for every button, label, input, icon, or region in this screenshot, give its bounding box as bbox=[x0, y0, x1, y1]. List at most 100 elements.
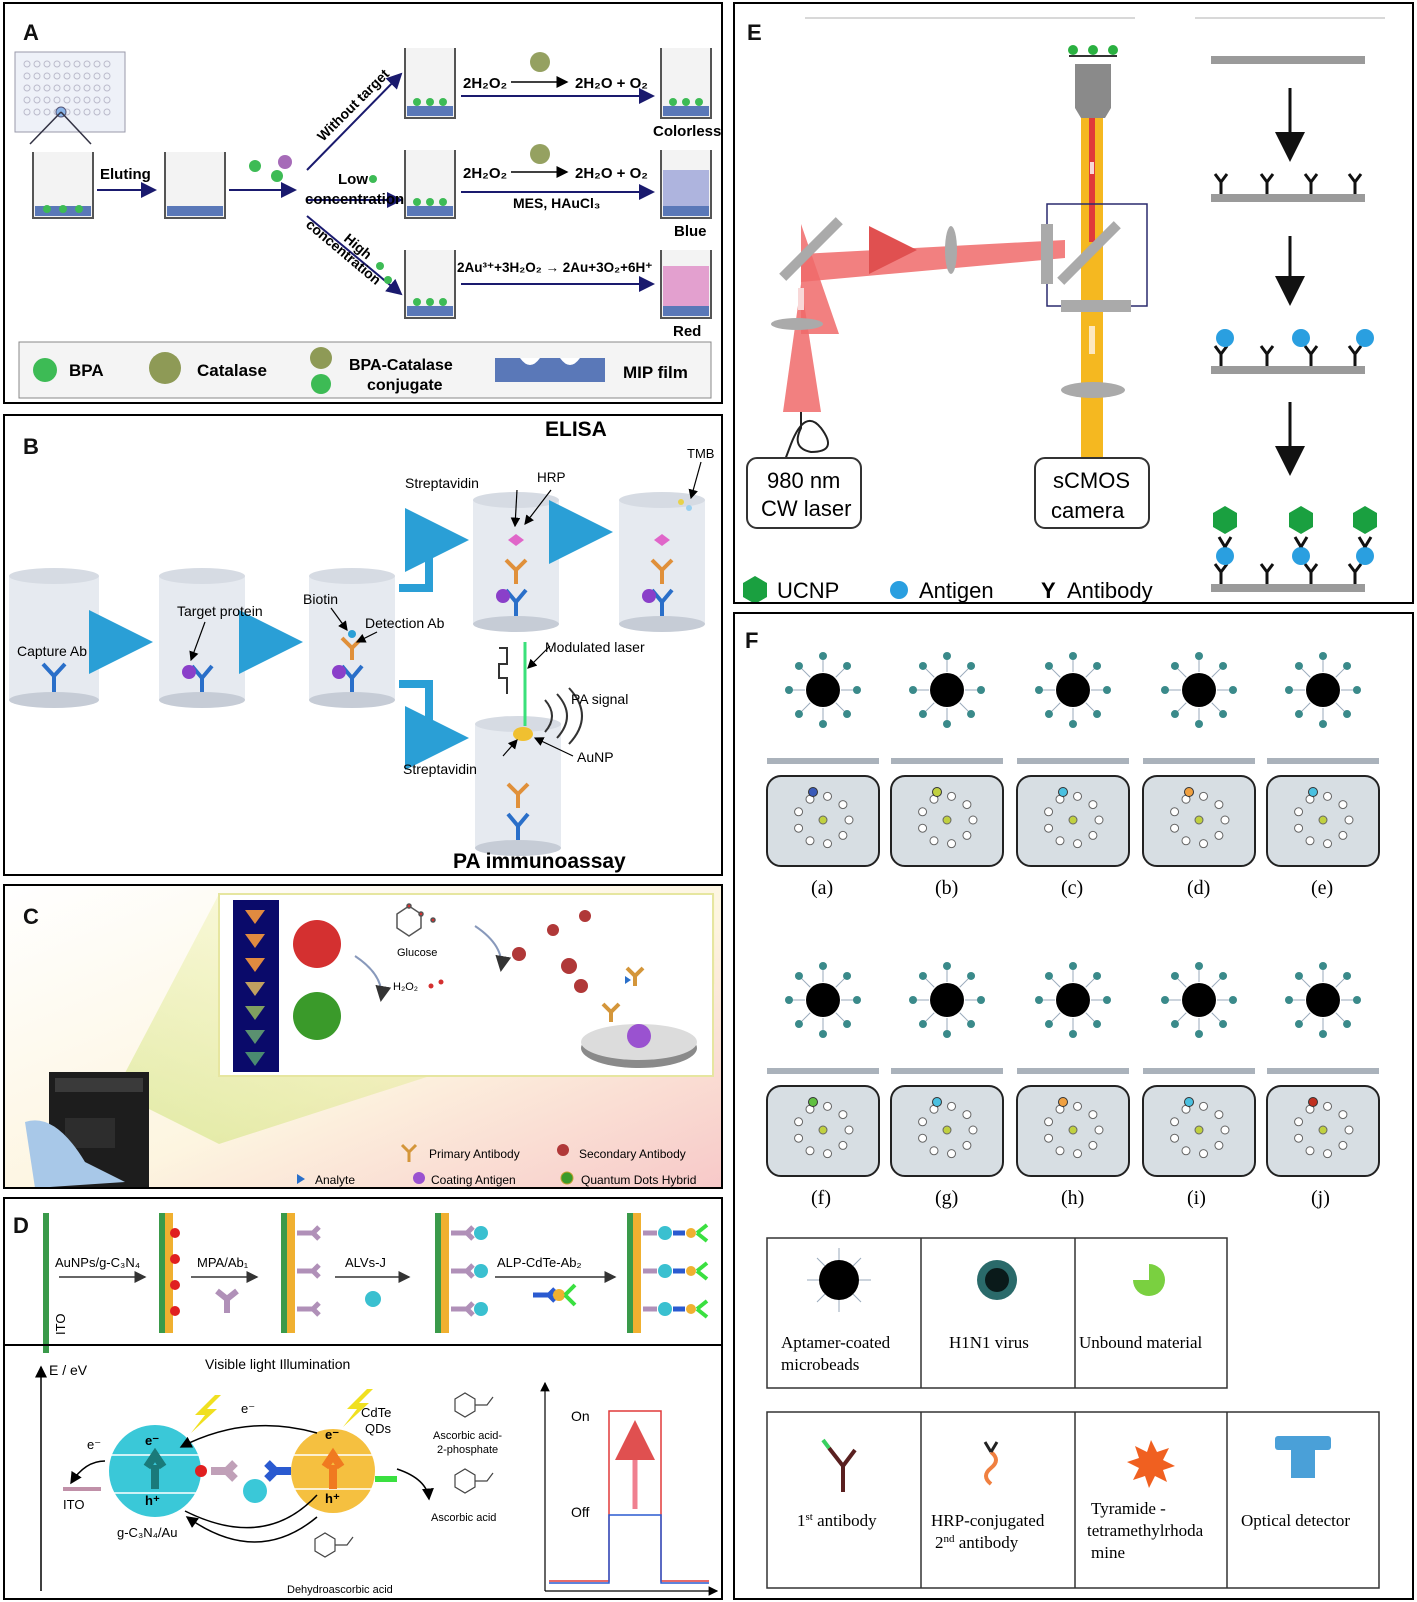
legend-ab1: 1st antibody bbox=[797, 1511, 877, 1530]
ascorbic-molecules bbox=[314, 1392, 494, 1558]
lens-2 bbox=[945, 226, 957, 274]
red-label: Red bbox=[673, 323, 701, 340]
h2o2-label: H₂O₂ bbox=[393, 981, 418, 993]
panel-a-diagram: Eluting Without target Low concentration… bbox=[14, 48, 721, 399]
cylinder-target bbox=[159, 568, 245, 708]
illumination-label: Visible light Illumination bbox=[205, 1356, 350, 1372]
legend-hrp-2: 2nd antibody bbox=[935, 1533, 1019, 1552]
concentration-label: concentration bbox=[305, 191, 404, 208]
ab2-icon bbox=[533, 1283, 577, 1307]
legend-antigen: Antigen bbox=[919, 578, 994, 603]
cylinder-pa bbox=[475, 642, 561, 856]
step-caption: (f) bbox=[811, 1187, 831, 1209]
panel-a: Eluting Without target Low concentration… bbox=[3, 2, 723, 404]
hrp-label: HRP bbox=[537, 470, 566, 485]
microbead bbox=[1056, 983, 1090, 1017]
electron-label-2: e⁻ bbox=[241, 1401, 255, 1416]
microbead bbox=[1306, 673, 1340, 707]
biotin-label: Biotin bbox=[303, 591, 338, 607]
microbead bbox=[1056, 673, 1090, 707]
mip-film-icon bbox=[495, 358, 605, 382]
panel-label-f: F bbox=[745, 628, 759, 653]
step-caption: (d) bbox=[1187, 877, 1210, 899]
microbead bbox=[1182, 983, 1216, 1017]
catalase-icon bbox=[530, 144, 550, 164]
result-tube-colorless bbox=[660, 48, 712, 119]
cdte-label: CdTe bbox=[361, 1405, 391, 1420]
step-caption: (e) bbox=[1311, 877, 1333, 899]
step2-label: MPA/Ab₁ bbox=[197, 1255, 249, 1270]
alvs-icon bbox=[365, 1291, 381, 1307]
panel-b-diagram: ELISA PA immunoassay TMB HRP Streptavidi… bbox=[9, 418, 714, 873]
legend-mip: MIP film bbox=[623, 363, 688, 382]
detection-ab-label: Detection Ab bbox=[365, 615, 445, 631]
panel-d-diagram: ITO AuNPs/g-C₃N₄ MPA/Ab₁ ALVs-J ALP-CdTe… bbox=[5, 1213, 721, 1596]
reaction3: 2Au³⁺+3H₂O₂ → 2Au+3O₂+6H⁺ bbox=[457, 260, 652, 275]
mirror bbox=[779, 217, 843, 281]
elisa-title: ELISA bbox=[545, 418, 607, 441]
panel-label-b: B bbox=[23, 434, 39, 459]
unbound-material-icon bbox=[1133, 1264, 1165, 1296]
microbead-icon bbox=[819, 1260, 859, 1300]
panel-c-legend: Primary Antibody Secondary Antibody Anal… bbox=[297, 1143, 696, 1187]
off-label: Off bbox=[571, 1504, 590, 1520]
electrode-step4 bbox=[435, 1213, 488, 1333]
legend-bpa: BPA bbox=[69, 361, 104, 380]
tube-row2 bbox=[404, 150, 456, 219]
legend-analyte: Analyte bbox=[315, 1173, 355, 1187]
panel-b: ELISA PA immunoassay TMB HRP Streptavidi… bbox=[3, 414, 723, 876]
reaction2-left: 2H₂O₂ bbox=[463, 165, 507, 182]
pa-signal-label: PA signal bbox=[571, 691, 628, 707]
ucnp-icon bbox=[743, 576, 767, 602]
aunp-label: AuNP bbox=[577, 749, 614, 765]
aa2p-label-1: Ascorbic acid- bbox=[433, 1430, 502, 1442]
panel-a-legend: BPA Catalase BPA-Catalase conjugate MIP … bbox=[18, 341, 712, 399]
step-caption: (c) bbox=[1061, 877, 1083, 899]
electron-label-4: e⁻ bbox=[325, 1427, 339, 1442]
optical-detector-icon bbox=[1275, 1436, 1331, 1450]
tube-row1 bbox=[404, 48, 456, 119]
camera-label-1: sCMOS bbox=[1053, 468, 1130, 493]
lens-3 bbox=[1061, 382, 1125, 398]
legend-tyr-1: Tyramide - bbox=[1091, 1499, 1166, 1518]
ito-label: ITO bbox=[63, 1497, 84, 1512]
reaction2-right: 2H₂O + O₂ bbox=[575, 165, 648, 182]
detection-device bbox=[25, 1072, 149, 1187]
glucose-molecule bbox=[396, 903, 436, 937]
well-plate bbox=[14, 51, 126, 145]
step-caption: (j) bbox=[1311, 1187, 1330, 1209]
legend-aptamer-1: Aptamer-coated bbox=[781, 1333, 891, 1352]
ito-electrode bbox=[43, 1213, 49, 1353]
hrp-antibody-icon bbox=[984, 1450, 998, 1486]
legend-tyr-2: tetramethylrhoda bbox=[1087, 1521, 1204, 1540]
glucose-label: Glucose bbox=[397, 947, 437, 959]
panel-c-diagram: Glucose H₂O₂ Primary Antibody Second bbox=[5, 886, 721, 1187]
cylinder-elisa-2 bbox=[619, 492, 705, 632]
microbead bbox=[806, 983, 840, 1017]
legend-detector: Optical detector bbox=[1241, 1511, 1350, 1530]
microbead bbox=[1182, 673, 1216, 707]
result-tube-blue bbox=[660, 150, 712, 219]
microbead bbox=[1306, 983, 1340, 1017]
modulated-laser-label: Modulated laser bbox=[545, 639, 645, 655]
legend-secondary: Secondary Antibody bbox=[579, 1147, 686, 1161]
reaction1-left: 2H₂O₂ bbox=[463, 75, 507, 92]
target-protein-label: Target protein bbox=[177, 603, 263, 619]
colorless-label: Colorless bbox=[653, 123, 721, 140]
laser-label-1: 980 nm bbox=[767, 468, 840, 493]
microbead bbox=[930, 673, 964, 707]
gc3n4-label: g-C₃N₄/Au bbox=[117, 1525, 177, 1540]
ito-bar bbox=[63, 1487, 101, 1491]
catalase-legend-icon bbox=[149, 352, 181, 384]
antibody-y-icon: Y bbox=[1041, 578, 1056, 603]
emission-beam bbox=[1081, 112, 1103, 524]
assay-step-cell: (f) bbox=[766, 962, 880, 1209]
panel-label-d: D bbox=[13, 1213, 29, 1238]
legend-hrp-1: HRP-conjugated bbox=[931, 1511, 1045, 1530]
low-label: Low bbox=[338, 171, 368, 188]
legend-antibody: Antibody bbox=[1067, 578, 1153, 603]
hole-label-2: h⁺ bbox=[325, 1491, 340, 1506]
panel-e: 980 nm CW laser sCMOS camera UCNP bbox=[733, 2, 1414, 604]
electron-label-1: e⁻ bbox=[87, 1437, 101, 1452]
cylinder-elisa-1 bbox=[473, 492, 559, 632]
